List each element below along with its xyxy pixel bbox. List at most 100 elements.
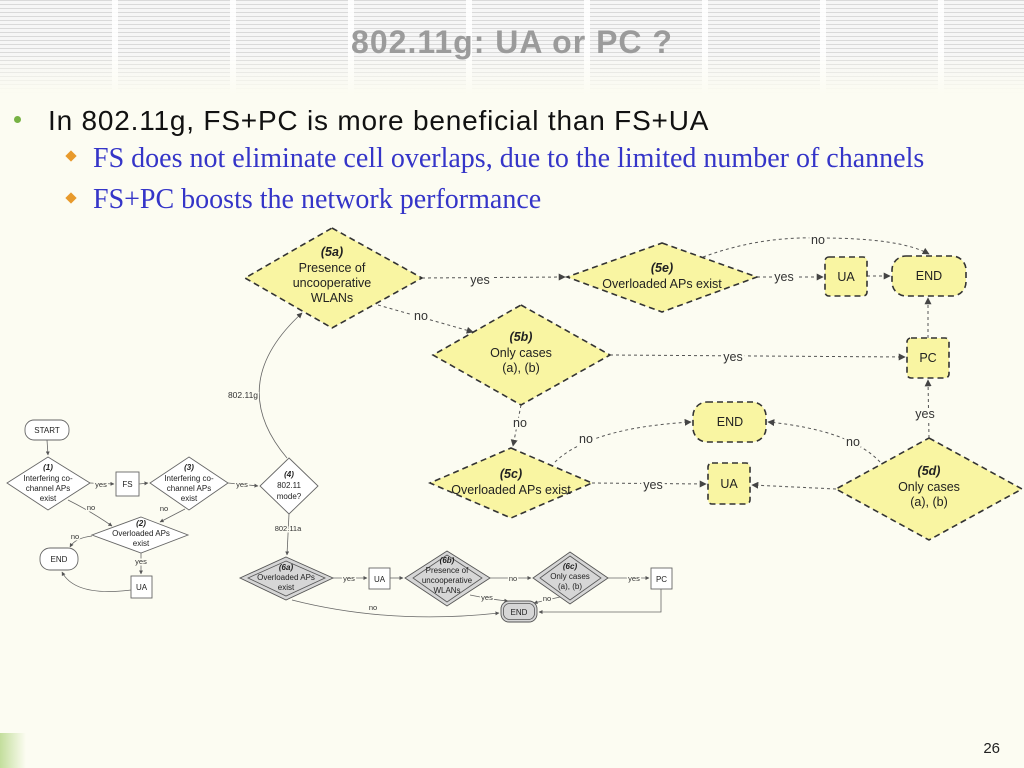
start-terminal bbox=[24, 419, 70, 441]
edge-5d-end bbox=[767, 419, 881, 463]
edge-6b-end bbox=[469, 594, 509, 603]
edge-label: yes bbox=[135, 557, 147, 566]
edge-label: yes bbox=[95, 480, 107, 489]
edge-label: no bbox=[513, 416, 527, 430]
edge-label: yes bbox=[723, 350, 742, 364]
edge-5a-5b bbox=[377, 304, 474, 334]
node-label: exist bbox=[278, 583, 295, 592]
edge-label: no bbox=[811, 233, 825, 247]
main-bullet: In 802.11g, FS+PC is more beneficial tha… bbox=[48, 105, 710, 136]
node-tag: (2) bbox=[136, 519, 146, 528]
end-terminal bbox=[500, 600, 538, 623]
edge-label: no bbox=[579, 432, 593, 446]
node-tag: (6b) bbox=[440, 556, 455, 565]
diamond-bullet-icon bbox=[65, 150, 77, 162]
edge-label: no bbox=[543, 594, 551, 603]
node-label: UA bbox=[136, 583, 148, 592]
edge-label: no bbox=[87, 503, 95, 512]
node-label: PC bbox=[656, 575, 667, 584]
edge-label: yes bbox=[628, 574, 640, 583]
node-label: Overloaded APs bbox=[257, 573, 315, 582]
decision-5d bbox=[834, 437, 1024, 541]
edge-label: no bbox=[846, 435, 860, 449]
decision-3 bbox=[149, 456, 229, 511]
edge-label: yes bbox=[915, 407, 934, 421]
edge-5b-5c bbox=[510, 404, 522, 447]
edge-label: yes bbox=[343, 574, 355, 583]
node-label: Overloaded APs exist bbox=[451, 483, 571, 497]
node-label: UA bbox=[374, 575, 386, 584]
slide-title: 802.11g: UA or PC ? bbox=[351, 24, 673, 60]
node-label: END bbox=[717, 415, 743, 429]
node-label: exist bbox=[133, 539, 150, 548]
decision-5b bbox=[431, 304, 612, 406]
node-label: Only cases bbox=[898, 480, 960, 494]
decision-5e bbox=[564, 242, 760, 313]
node-label: WLANs bbox=[311, 291, 353, 305]
sub-bullet: FS does not eliminate cell overlaps, due… bbox=[93, 143, 925, 174]
node-label: Only cases bbox=[490, 346, 552, 360]
node-tag: (3) bbox=[184, 463, 194, 472]
node-label: (a), (b) bbox=[558, 582, 582, 591]
edge-label: no bbox=[369, 603, 377, 612]
edge-3-4 bbox=[227, 482, 259, 488]
node-label: END bbox=[511, 608, 528, 617]
sub-bullet: FS+PC boosts the network performance bbox=[93, 184, 542, 215]
node-label: START bbox=[34, 426, 60, 435]
node-tag: (6c) bbox=[563, 562, 578, 571]
end-terminal bbox=[891, 255, 967, 297]
edge-label: 802.11a bbox=[275, 524, 302, 533]
node-label: UA bbox=[720, 477, 738, 491]
node-label: WLANs bbox=[433, 586, 460, 595]
node-label: Presence of bbox=[426, 566, 469, 575]
ua-box bbox=[130, 575, 153, 599]
edge-6a-end bbox=[291, 599, 500, 618]
node-label: exist bbox=[181, 494, 198, 503]
decision-5a bbox=[243, 227, 424, 329]
ua-box bbox=[707, 462, 751, 505]
edge-pc-end bbox=[538, 589, 662, 614]
node-label: uncooperative bbox=[293, 276, 372, 290]
edge-label: no bbox=[71, 532, 79, 541]
node-label: Presence of bbox=[299, 261, 366, 275]
node-label: Overloaded APs exist bbox=[602, 277, 722, 291]
edge-label: no bbox=[509, 574, 517, 583]
decision-6b-inner-border bbox=[412, 554, 483, 603]
edge-5d-ua bbox=[751, 481, 837, 490]
edge-2-end bbox=[69, 535, 93, 548]
edge-1-2 bbox=[67, 499, 113, 527]
node-label: END bbox=[916, 269, 942, 283]
node-label: FS bbox=[122, 480, 132, 489]
node-label: channel APs bbox=[26, 484, 70, 493]
pc-box bbox=[906, 337, 950, 379]
node-label: Only cases bbox=[550, 572, 590, 581]
node-label: Interfering co- bbox=[164, 474, 214, 483]
edge-5c-ua bbox=[591, 480, 707, 488]
node-tag: (6a) bbox=[279, 563, 294, 572]
edge-label: no bbox=[160, 504, 168, 513]
node-label: (a), (b) bbox=[910, 495, 948, 509]
ua-box bbox=[368, 567, 391, 590]
end-terminal bbox=[39, 547, 79, 571]
edge-fs-3 bbox=[138, 481, 149, 486]
edge-label: yes bbox=[774, 270, 793, 284]
node-tag: (5c) bbox=[500, 467, 522, 481]
edge-6c-end bbox=[533, 596, 561, 605]
edge-4-5a bbox=[258, 312, 303, 459]
edge-5d-pc bbox=[924, 379, 932, 439]
node-tag: (4) bbox=[284, 470, 294, 479]
edge-start-1 bbox=[45, 439, 50, 456]
node-tag: (5a) bbox=[321, 245, 343, 259]
edge-label: 802.11g bbox=[228, 390, 258, 400]
node-label: Overloaded APs bbox=[112, 529, 170, 538]
end-terminal bbox=[692, 401, 767, 443]
decision-2 bbox=[90, 516, 190, 554]
bullet-dot-icon bbox=[14, 116, 21, 123]
edge-4-6a bbox=[285, 513, 290, 556]
node-label: 802.11 bbox=[277, 481, 301, 490]
decision-6c bbox=[532, 551, 609, 605]
edge-label: yes bbox=[481, 593, 493, 602]
ua-box bbox=[824, 256, 868, 297]
node-label: Interfering co- bbox=[23, 474, 73, 483]
decision-6b bbox=[404, 550, 491, 607]
